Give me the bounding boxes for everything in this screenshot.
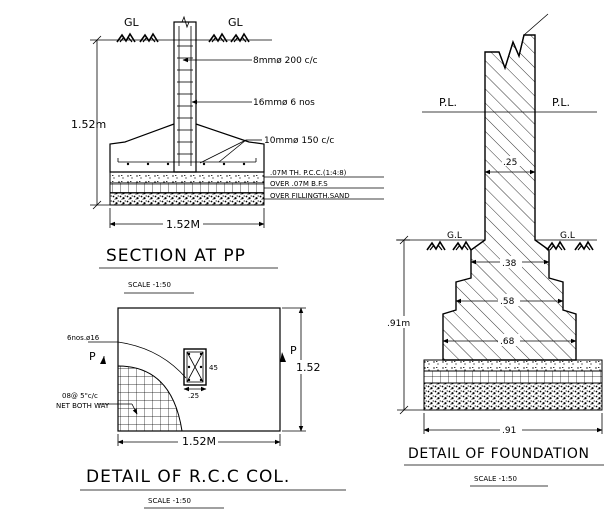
wall-break-mark xyxy=(498,34,525,70)
foundation-sand-layer xyxy=(423,382,603,411)
bars-label: 6nos.ø16 xyxy=(67,334,100,342)
gl-label-right: GL xyxy=(228,16,244,29)
plan-height-dim: 1.52 xyxy=(296,361,321,374)
mesh-note: NET BOTH WAY xyxy=(56,402,110,410)
grass-icon xyxy=(230,33,250,43)
label-16mm-bars: 16mmø 6 nos xyxy=(253,98,315,108)
pcc-layer xyxy=(109,171,265,184)
grass-icon xyxy=(426,241,446,251)
foundation-scale: SCALE -1:50 xyxy=(474,475,517,483)
bottom-bar-dots xyxy=(126,162,246,166)
column-bars xyxy=(187,352,203,382)
footing-outline xyxy=(109,123,265,173)
label-8mm-bars: 8mmø 200 c/c xyxy=(253,56,318,66)
width-dimension: 1.52M xyxy=(166,218,200,231)
wall-width-label: .25 xyxy=(503,158,517,168)
foundation-bfs-layer xyxy=(423,370,603,384)
mesh-label: 08@ 5"c/c xyxy=(62,392,98,400)
column-stem xyxy=(173,21,197,173)
col-width-label: .25 xyxy=(188,392,199,400)
label-bfs: OVER .07M B.F.S xyxy=(270,180,328,188)
rcc-scale: SCALE -1:50 xyxy=(148,497,191,505)
grass-icon xyxy=(139,33,159,43)
grass-icon xyxy=(116,33,136,43)
p-arrow-left xyxy=(100,356,106,364)
grass-icon xyxy=(574,241,594,251)
step3-label: .68 xyxy=(500,337,515,347)
col-depth-label: 45 xyxy=(209,364,218,372)
rcc-title: DETAIL OF R.C.C COL. xyxy=(86,467,290,487)
height-dimension: 1.52m xyxy=(71,118,106,131)
section-at-pp: GL GL xyxy=(71,15,384,294)
foundation-detail: P.L. P.L. .25 G.L G.L .38 .58 .68 xyxy=(386,13,604,487)
foundation-masonry xyxy=(442,34,577,361)
step2-label: .58 xyxy=(500,297,515,307)
gl-label-left: G.L xyxy=(447,231,462,241)
plan-width-dim: 1.52M xyxy=(182,435,216,448)
foundation-title: DETAIL OF FOUNDATION xyxy=(408,446,590,462)
foundation-pcc-layer xyxy=(423,359,603,372)
foundation-width-dim: .91 xyxy=(502,426,516,436)
pl-label-right: P.L. xyxy=(552,96,570,109)
label-pcc: .07M TH. P.C.C.(1:4:8) xyxy=(270,169,347,177)
label-10mm-bars: 10mmø 150 c/c xyxy=(264,136,334,146)
gl-label-left: GL xyxy=(124,16,140,29)
mesh-zone xyxy=(117,365,183,432)
rcc-col-detail: 45 .25 6nos.ø16 08@ 5"c/c NET BOTH WAY P… xyxy=(56,307,346,509)
section-scale: SCALE -1:50 xyxy=(128,281,171,289)
step1-label: .38 xyxy=(502,259,517,269)
pl-label-left: P.L. xyxy=(439,96,457,109)
section-title: SECTION AT PP xyxy=(106,246,246,266)
grass-icon xyxy=(546,241,566,251)
depth-dimension: .91m xyxy=(387,319,410,329)
label-sand: OVER FILLINGTH.SAND xyxy=(270,192,350,200)
grass-icon xyxy=(208,33,228,43)
gl-label-right: G.L xyxy=(560,231,575,241)
break-mark xyxy=(174,15,196,29)
p-marker-left: P xyxy=(89,350,96,363)
sand-layer xyxy=(109,192,265,206)
bfs-layer xyxy=(109,182,265,194)
grass-icon xyxy=(452,241,472,251)
p-arrow-right xyxy=(280,352,286,362)
p-marker-right: P xyxy=(290,344,297,357)
